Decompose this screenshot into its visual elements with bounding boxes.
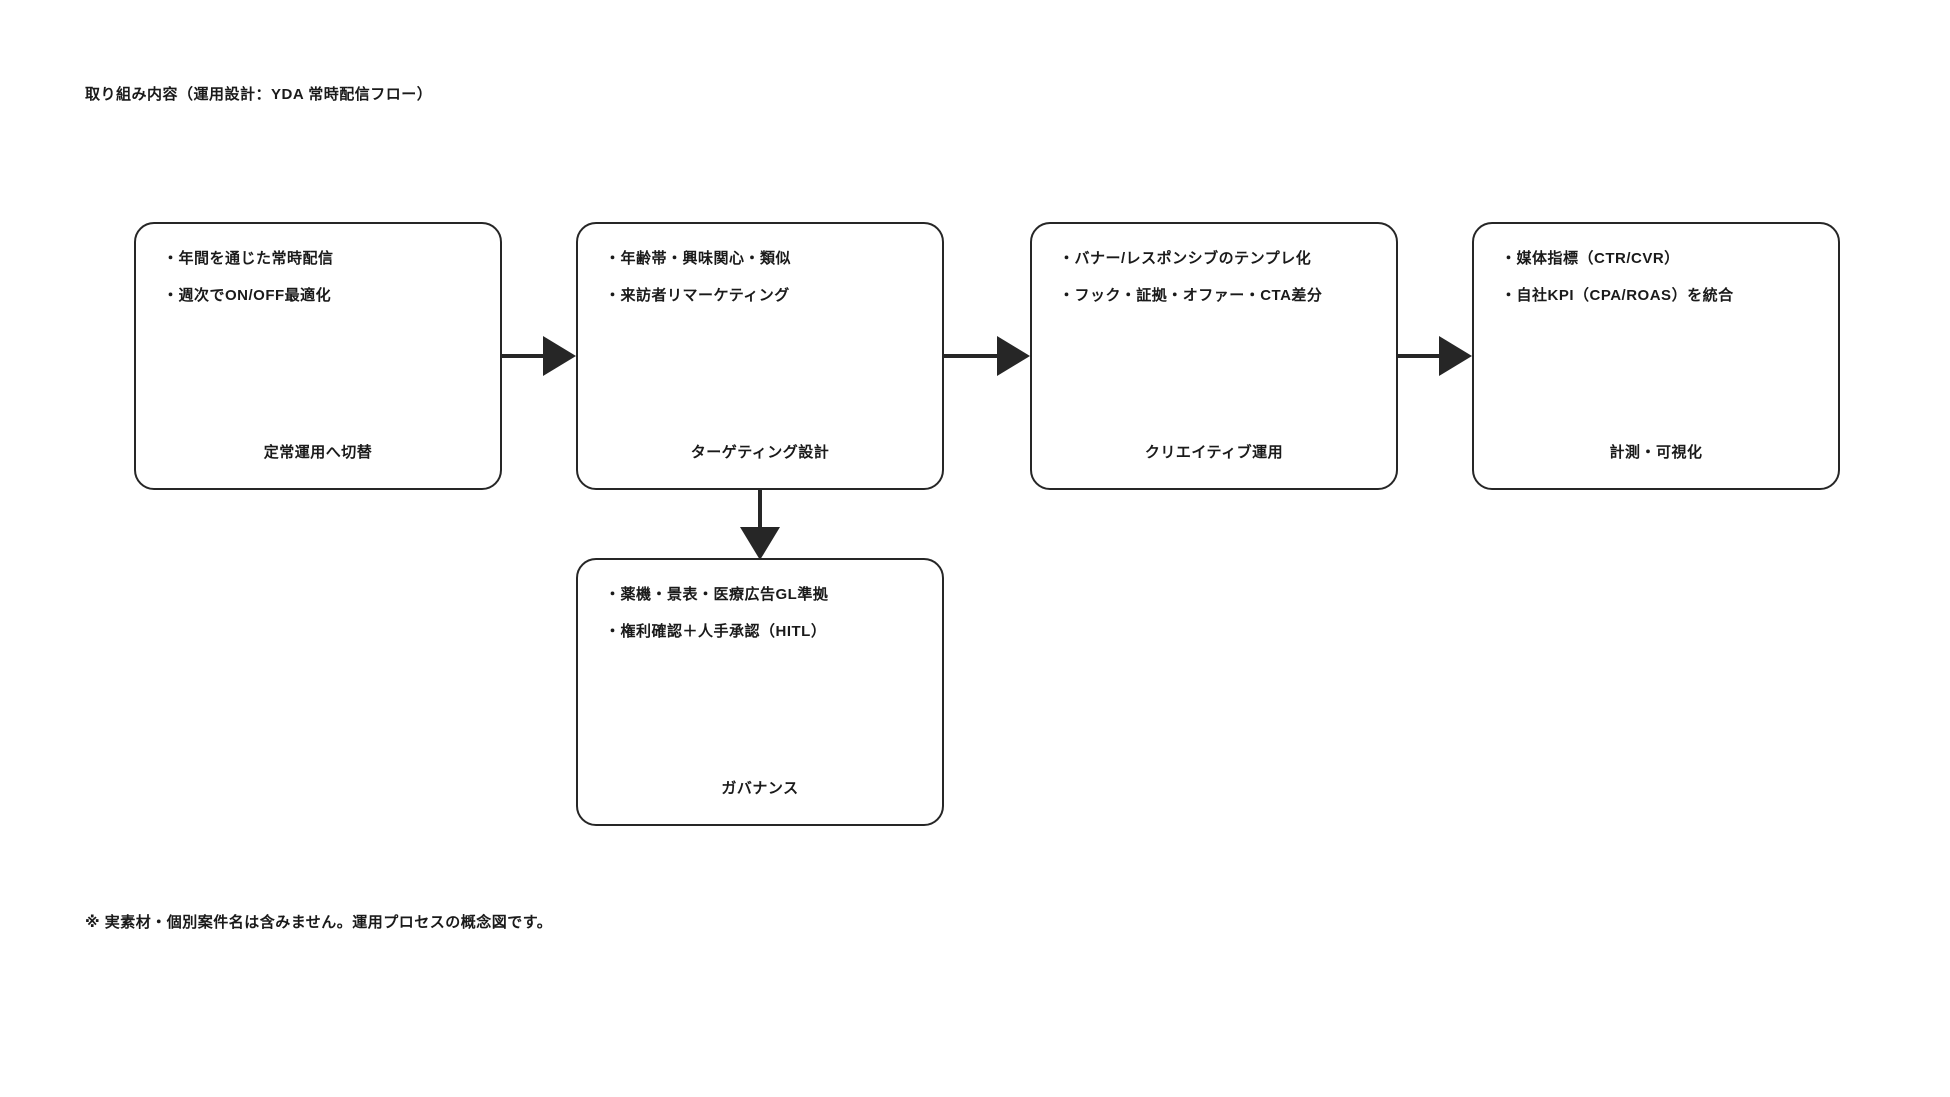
arrow-right-icon (543, 336, 576, 376)
node-bullet-list: ・年間を通じた常時配信 ・週次でON/OFF最適化 (163, 251, 486, 304)
node-bullet: ・来訪者リマーケティング (605, 287, 790, 304)
node-label: 定常運用へ切替 (263, 444, 373, 461)
arrow-shaft (758, 490, 762, 527)
flow-arrow-right-3 (1398, 336, 1472, 376)
arrow-right-icon (1439, 336, 1472, 376)
node-bullet-list: ・薬機・景表・医療広告GL準拠 ・権利確認＋人手承認（HITL） (605, 587, 928, 640)
node-bullet: ・媒体指標（CTR/CVR） (1501, 250, 1680, 267)
node-bullet: ・権利確認＋人手承認（HITL） (605, 623, 827, 640)
node-bullet: ・年齢帯・興味関心・類似 (605, 250, 792, 267)
flow-arrow-right-2 (944, 336, 1030, 376)
diagram-title: 取り組み内容（運用設計：YDA 常時配信フロー） (85, 86, 433, 103)
node-label: ターゲティング設計 (690, 444, 830, 461)
flow-node-measurement-visualization: ・媒体指標（CTR/CVR） ・自社KPI（CPA/ROAS）を統合 計測・可視… (1472, 222, 1840, 490)
node-bullet-list: ・媒体指標（CTR/CVR） ・自社KPI（CPA/ROAS）を統合 (1501, 251, 1824, 304)
node-bullet: ・バナー/レスポンシブのテンプレ化 (1059, 250, 1312, 267)
node-bullet: ・年間を通じた常時配信 (163, 250, 334, 267)
node-bullet: ・フック・証拠・オファー・CTA差分 (1059, 287, 1323, 304)
flow-node-targeting-design: ・年齢帯・興味関心・類似 ・来訪者リマーケティング ターゲティング設計 (576, 222, 944, 490)
node-bullet: ・自社KPI（CPA/ROAS）を統合 (1501, 287, 1734, 304)
flow-node-steady-operation: ・年間を通じた常時配信 ・週次でON/OFF最適化 定常運用へ切替 (134, 222, 502, 490)
arrow-shaft (944, 354, 997, 358)
node-bullet-list: ・年齢帯・興味関心・類似 ・来訪者リマーケティング (605, 251, 928, 304)
node-bullet: ・週次でON/OFF最適化 (163, 287, 332, 304)
arrow-shaft (502, 354, 543, 358)
arrow-down-icon (740, 527, 780, 560)
disclaimer-footnote: ※ 実素材・個別案件名は含みません。運用プロセスの概念図です。 (85, 914, 553, 931)
node-bullet: ・薬機・景表・医療広告GL準拠 (605, 586, 829, 603)
flow-node-governance: ・薬機・景表・医療広告GL準拠 ・権利確認＋人手承認（HITL） ガバナンス (576, 558, 944, 826)
node-label: ガバナンス (721, 780, 799, 797)
flow-arrow-right-1 (502, 336, 576, 376)
arrow-right-icon (997, 336, 1030, 376)
node-bullet-list: ・バナー/レスポンシブのテンプレ化 ・フック・証拠・オファー・CTA差分 (1059, 251, 1382, 304)
flow-node-creative-operation: ・バナー/レスポンシブのテンプレ化 ・フック・証拠・オファー・CTA差分 クリエ… (1030, 222, 1398, 490)
node-label: クリエイティブ運用 (1144, 444, 1284, 461)
arrow-shaft (1398, 354, 1439, 358)
flow-arrow-down (740, 490, 780, 560)
node-label: 計測・可視化 (1609, 444, 1703, 461)
